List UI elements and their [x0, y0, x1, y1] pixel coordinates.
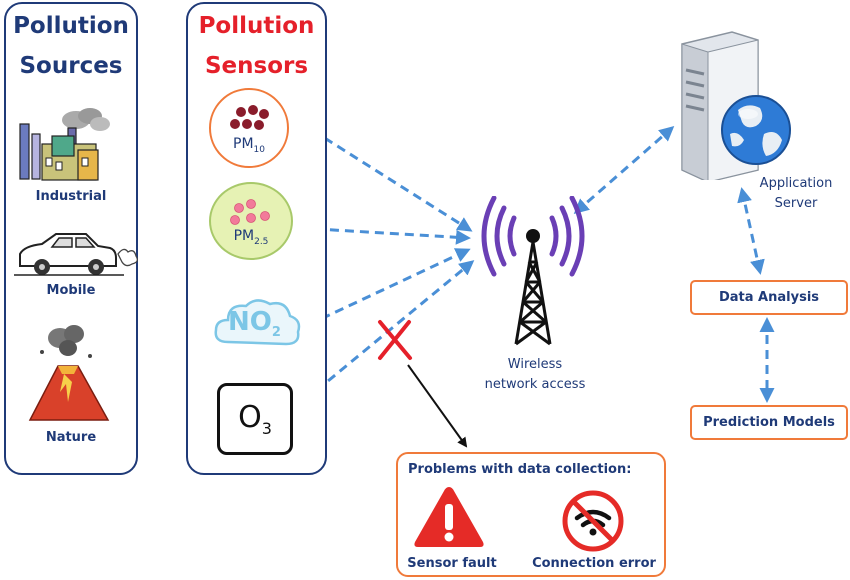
warning-icon [414, 487, 484, 547]
wireless-label-line2: network access [484, 377, 586, 392]
server-label-line1: Application [759, 176, 833, 191]
no2-sensor-icon [214, 299, 301, 346]
sensors-title-line1: Pollution [198, 13, 315, 39]
pm25-label-text: PM [233, 228, 255, 244]
arrow-to-problems [407, 364, 468, 448]
arrow-no2-antenna [305, 248, 471, 327]
source-label-industrial: Industrial [35, 189, 107, 204]
o3-label-sub: 3 [261, 419, 272, 438]
no2-label-sub: 2 [271, 325, 281, 341]
o3-sensor-icon: O3 [217, 383, 293, 455]
arrow-pm10-antenna [309, 128, 473, 232]
pm25-label: PM2.5 [211, 228, 291, 247]
data-analysis-box: Data Analysis [690, 280, 848, 315]
sources-title-line2: Sources [19, 53, 123, 79]
car-icon [14, 233, 138, 276]
broken-connection-x-icon [378, 320, 412, 360]
problems-box: Problems with data collection: Sensor fa… [396, 452, 666, 577]
source-label-mobile: Mobile [46, 283, 96, 298]
no-wifi-icon [562, 490, 624, 552]
factory-icon [19, 108, 110, 181]
no2-label: NO2 [228, 307, 281, 340]
pm10-label-text: PM [233, 136, 254, 152]
prediction-models-label: Prediction Models [703, 415, 835, 430]
antenna-tower-icon [481, 196, 585, 346]
arrow-antenna-server [573, 126, 675, 214]
sources-title-line1: Pollution [13, 13, 129, 39]
o3-label-text: O [238, 400, 262, 435]
no2-label-text: NO [228, 307, 272, 337]
problems-title: Problems with data collection: [408, 462, 632, 477]
pm25-label-sub: 2.5 [254, 236, 269, 247]
server-label-line2: Server [774, 196, 818, 211]
connection-error-label: Connection error [532, 556, 656, 571]
pm10-sensor-icon: PM10 [209, 88, 289, 168]
pm10-label: PM10 [211, 136, 287, 155]
data-analysis-label: Data Analysis [718, 290, 820, 305]
pm10-label-sub: 10 [253, 144, 265, 155]
pm25-sensor-icon: PM2.5 [209, 182, 293, 260]
pollution-sources-panel: Pollution Sources Industrial Mobile [4, 2, 138, 475]
sensor-fault-label: Sensor fault [407, 556, 497, 571]
volcano-icon [28, 325, 110, 421]
wireless-label-line1: Wireless [507, 357, 563, 372]
source-label-nature: Nature [45, 430, 97, 445]
prediction-models-box: Prediction Models [690, 405, 848, 440]
sensors-title-line2: Sensors [204, 53, 309, 79]
server-globe-icon [681, 31, 791, 180]
o3-label: O3 [220, 400, 290, 438]
arrow-pm25-antenna [297, 221, 471, 245]
